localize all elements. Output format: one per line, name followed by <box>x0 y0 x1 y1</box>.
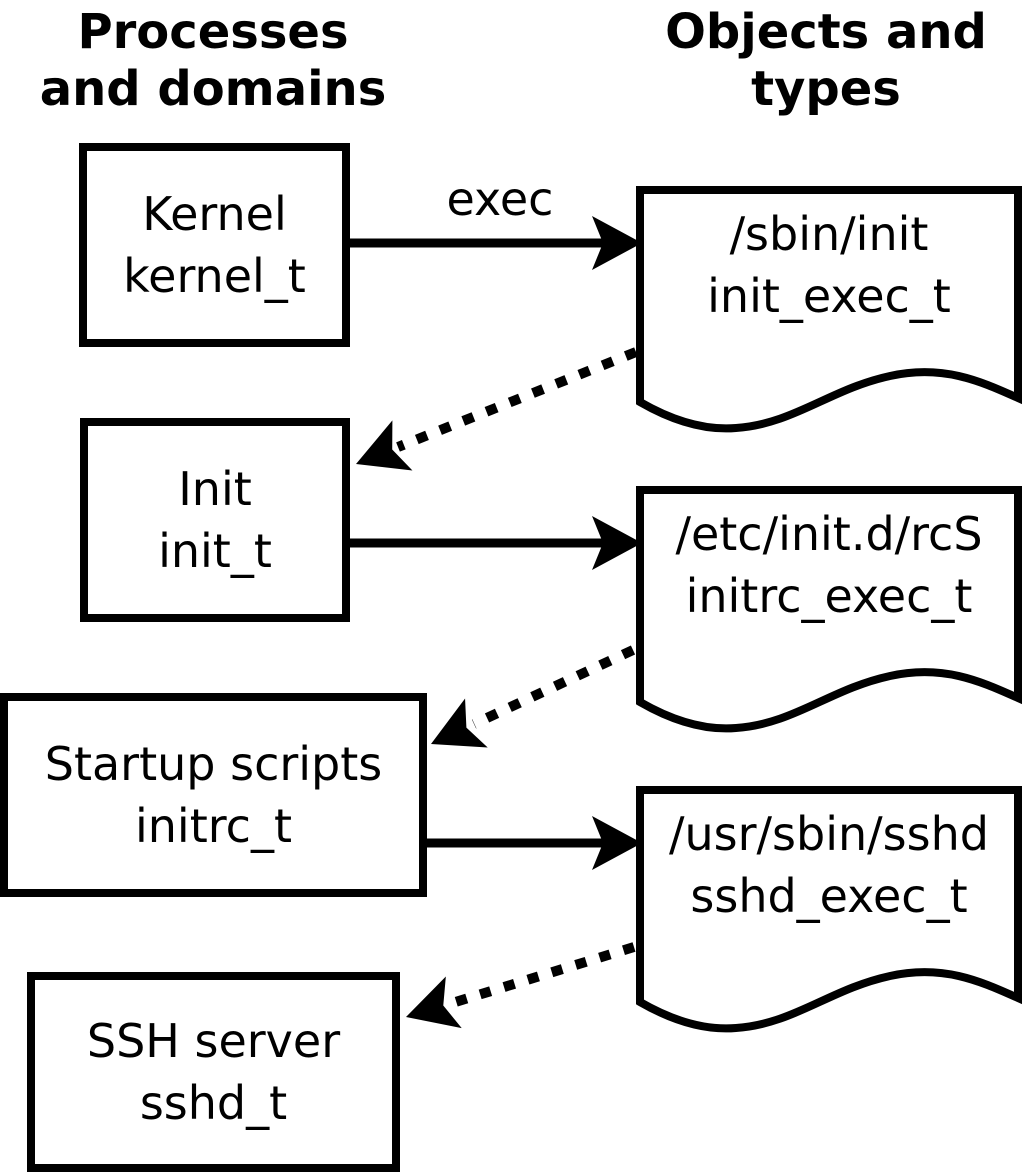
object-doc-usr-sbin-sshd: /usr/sbin/sshd sshd_exec_t <box>640 803 1018 927</box>
document-shape-etc-initd-rcs-outline <box>636 486 1022 733</box>
transition-arrow-sshd-exec-to-sshd <box>406 942 636 1029</box>
transition-arrow-init-exec-to-init <box>356 347 638 471</box>
column-header-objects-line1: Objects and <box>665 4 987 60</box>
object-doc-sbin-init-type: init_exec_t <box>707 269 951 323</box>
column-header-processes-line2: and domains <box>39 61 387 117</box>
process-box-kernel-type: kernel_t <box>123 249 306 303</box>
object-doc-etc-initd-rcs-path: /etc/init.d/rcS <box>675 507 983 561</box>
process-box-init: Init init_t <box>80 418 350 622</box>
document-shape-usr-sbin-sshd <box>636 786 1022 1033</box>
process-box-ssh-server-type: sshd_t <box>139 1076 288 1130</box>
process-box-startup-scripts: Startup scripts initrc_t <box>0 693 427 897</box>
column-header-objects: Objects and types <box>628 4 1024 118</box>
exec-arrow-init-to-rcs <box>350 516 642 570</box>
document-shape-usr-sbin-sshd-outline <box>636 786 1022 1033</box>
process-box-init-type: init_t <box>158 524 272 578</box>
transition-arrow-initrc-exec-to-initrc <box>431 645 636 748</box>
object-doc-usr-sbin-sshd-path: /usr/sbin/sshd <box>669 807 989 861</box>
exec-arrow-initrc-to-sshd <box>427 816 642 870</box>
document-shape-sbin-init <box>636 186 1022 433</box>
object-doc-sbin-init: /sbin/init init_exec_t <box>640 203 1018 327</box>
process-box-ssh-server: SSH server sshd_t <box>27 972 400 1172</box>
process-box-ssh-server-name: SSH server <box>86 1014 341 1068</box>
process-box-kernel: Kernel kernel_t <box>79 143 350 347</box>
object-doc-etc-initd-rcs-type: initrc_exec_t <box>685 569 973 623</box>
object-doc-usr-sbin-sshd-type: sshd_exec_t <box>690 869 968 923</box>
process-box-startup-scripts-type: initrc_t <box>135 799 292 853</box>
process-box-kernel-name: Kernel <box>142 187 287 241</box>
process-box-startup-scripts-name: Startup scripts <box>44 737 383 791</box>
column-header-objects-line2: types <box>751 61 901 117</box>
process-box-init-name: Init <box>178 462 252 516</box>
document-shape-sbin-init-outline <box>636 186 1022 433</box>
object-doc-etc-initd-rcs: /etc/init.d/rcS initrc_exec_t <box>640 503 1018 627</box>
document-shape-etc-initd-rcs <box>636 486 1022 733</box>
column-header-processes-line1: Processes <box>77 4 349 60</box>
column-header-processes: Processes and domains <box>10 4 416 118</box>
object-doc-sbin-init-path: /sbin/init <box>729 207 929 261</box>
exec-arrow-label: exec <box>446 172 554 226</box>
